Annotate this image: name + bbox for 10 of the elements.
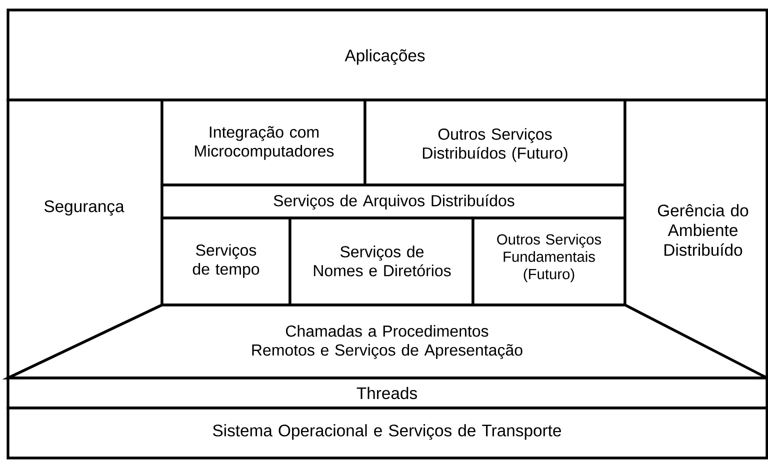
service-box: Serviços de Nomes e Diretórios bbox=[288, 216, 474, 306]
layer-band: Aplicações bbox=[6, 8, 768, 102]
service-box: Integração com Microcomputadores bbox=[160, 98, 366, 186]
service-box: Serviços de Arquivos Distribuídos bbox=[160, 184, 626, 220]
service-box: Outros Serviços Fundamentais (Futuro) bbox=[472, 216, 626, 306]
node-label: Chamadas a Procedimentos Remotos e Serviços de Apresentação bbox=[252, 325, 522, 359]
service-box: Outros Serviços Distribuídos (Futuro) bbox=[364, 98, 626, 186]
layer-band: Sistema Operacional e Serviços de Transporte bbox=[6, 406, 768, 460]
layer-band: Threads bbox=[6, 376, 768, 410]
service-box: Serviços de tempo bbox=[160, 216, 292, 306]
